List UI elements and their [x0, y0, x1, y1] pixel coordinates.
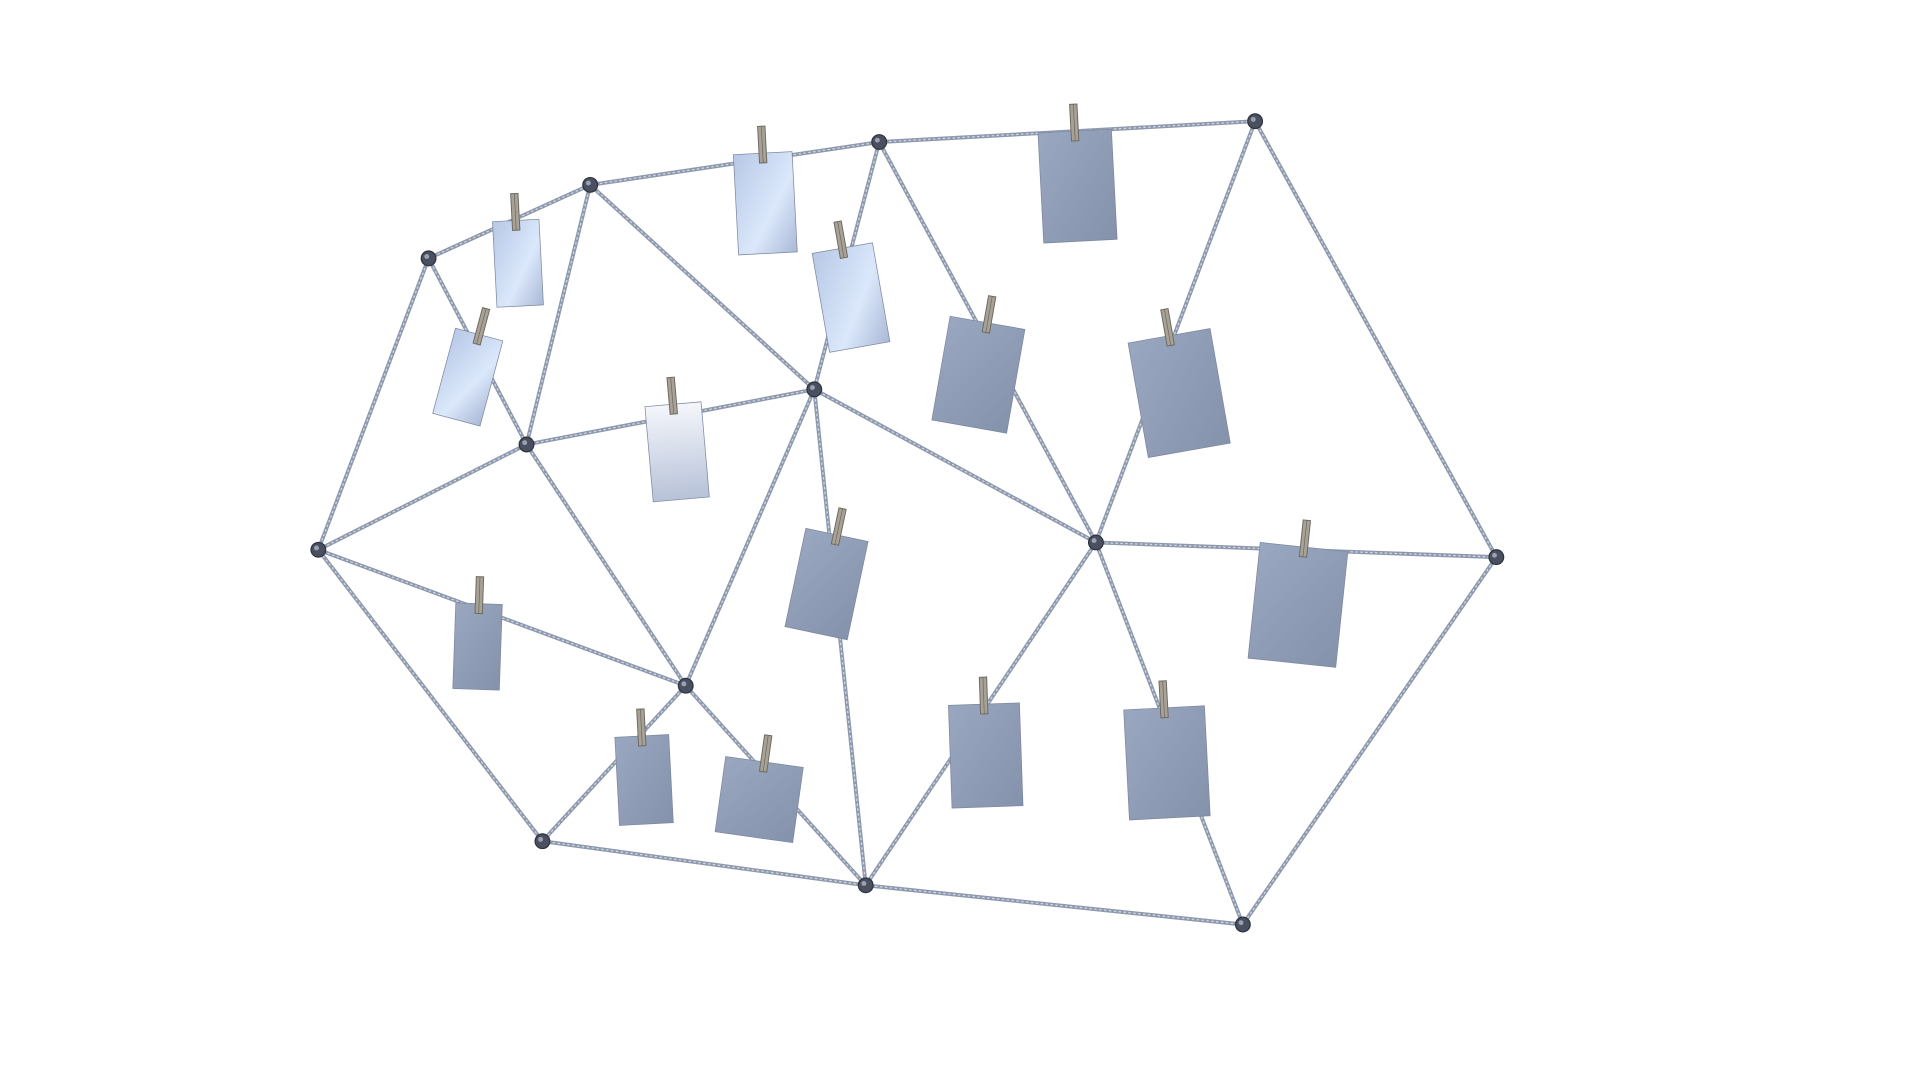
photo-blank	[714, 756, 804, 844]
photo-blank	[492, 218, 544, 308]
photo-blank	[1127, 328, 1231, 458]
wire-joint	[310, 541, 327, 558]
wire-highlight	[526, 444, 687, 687]
photo-blank	[432, 327, 504, 427]
wire-joints	[310, 113, 1505, 933]
clothespin-icon	[978, 676, 989, 715]
photo-card	[452, 576, 503, 691]
clothespin-icon	[510, 192, 521, 231]
clothespin-icon	[636, 708, 647, 747]
wire-segment	[863, 883, 1245, 927]
photo-blank	[614, 734, 674, 826]
wire-segment	[316, 442, 529, 552]
photo-card	[732, 125, 798, 256]
clothespin-icon	[1298, 519, 1312, 558]
wire-segment	[683, 387, 817, 688]
photo-blank	[644, 401, 710, 503]
clothespin-icon	[1158, 680, 1169, 719]
photo-card	[714, 734, 804, 844]
wire-segment	[1253, 119, 1499, 560]
wire-joint	[582, 176, 599, 193]
wire-highlight	[541, 685, 687, 842]
clothespin-icon	[1069, 103, 1080, 142]
wire-joint	[806, 381, 823, 398]
clothespin-icon	[666, 376, 679, 415]
photo-card	[644, 376, 710, 503]
photo-card	[614, 708, 674, 826]
wire-highlight	[317, 258, 430, 551]
wire-highlight	[318, 549, 686, 687]
photo-blank	[948, 702, 1024, 809]
photo-card	[492, 192, 544, 308]
photo-card	[1127, 308, 1231, 458]
photo-card	[1123, 680, 1211, 821]
wire-highlight	[525, 184, 591, 445]
wire-joint	[677, 677, 694, 694]
wire-joint	[857, 877, 874, 894]
wire-joint	[1234, 916, 1251, 933]
photo-blank	[931, 315, 1026, 434]
photo-blank	[1037, 128, 1118, 244]
photo-blank	[811, 242, 891, 353]
wire-joint	[1087, 534, 1104, 551]
photo-card	[948, 676, 1024, 809]
wire-joint	[871, 134, 888, 150]
wire-joint	[1488, 549, 1505, 566]
photo-card	[811, 220, 891, 353]
wire-segment	[812, 387, 1098, 545]
clothespin-icon	[981, 295, 997, 334]
clothespin-icon	[1160, 308, 1175, 347]
photo-blank	[732, 151, 798, 256]
clothespin-icon	[833, 220, 849, 259]
wire-highlight	[1095, 121, 1256, 543]
photo-card	[432, 306, 504, 427]
photo-blank	[1247, 542, 1349, 668]
photo-blank	[784, 527, 869, 641]
clothespin-icon	[830, 507, 847, 546]
wire-joint	[534, 833, 551, 850]
wire-highlight	[1242, 556, 1497, 925]
wire-highlight	[1095, 541, 1497, 558]
wire-joint	[1247, 113, 1264, 130]
clothespin-icon	[472, 306, 491, 346]
photo-blank	[1123, 705, 1211, 821]
photo-card	[1037, 103, 1118, 244]
wire-segment	[316, 547, 545, 844]
wire-highlight	[589, 184, 815, 390]
clothespin-icon	[474, 576, 485, 615]
photo-cards	[432, 103, 1349, 844]
photo-card	[784, 507, 869, 641]
photo-card	[1247, 519, 1349, 668]
wire-joint	[518, 436, 535, 453]
clothespin-icon	[758, 734, 773, 773]
clothespin-icon	[757, 125, 768, 164]
wire-highlight	[542, 840, 866, 886]
photo-card	[931, 295, 1026, 434]
wire-joint	[420, 250, 437, 267]
photo-blank	[452, 602, 503, 691]
